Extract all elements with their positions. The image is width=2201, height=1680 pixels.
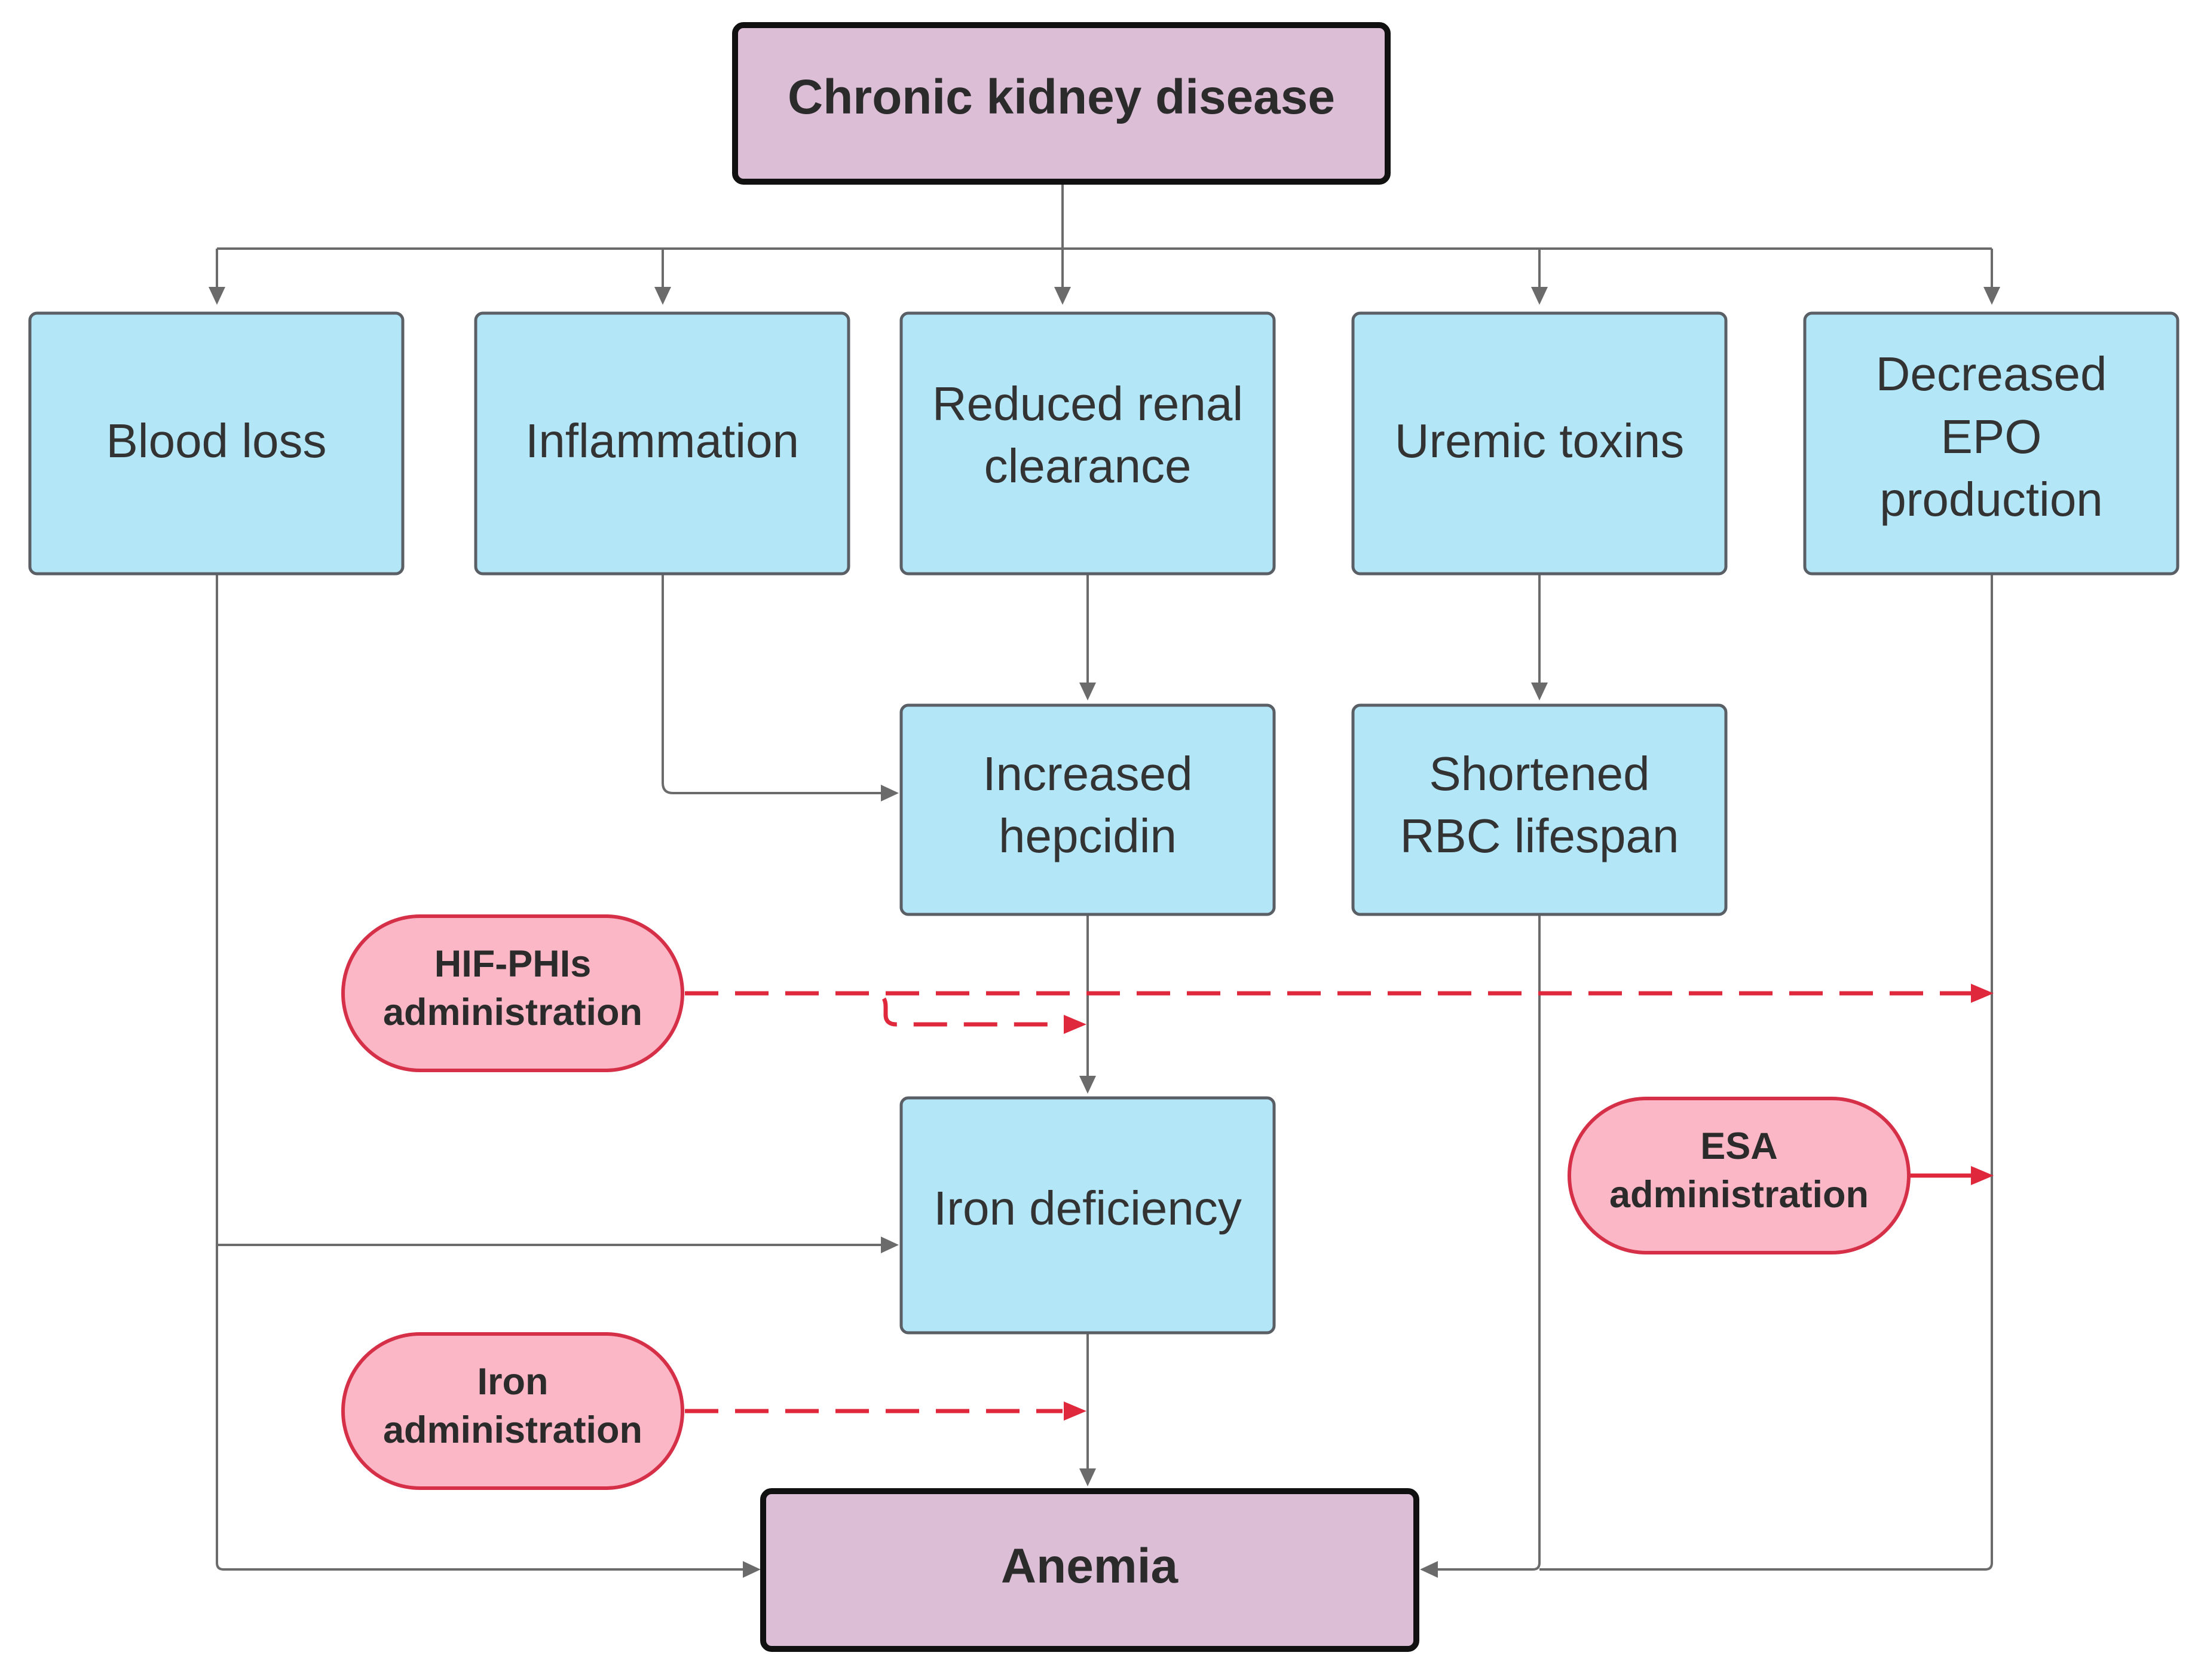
node-uremic-toxins: Uremic toxins bbox=[1351, 311, 1728, 576]
arrowhead-iron-deficiency-from-blood-loss bbox=[881, 1237, 899, 1253]
node-increased-hepcidin: Increased hepcidin bbox=[899, 703, 1276, 916]
arrowhead-anemia-from-iron-deficiency bbox=[1079, 1468, 1096, 1486]
arrowhead-anemia-right bbox=[1420, 1561, 1438, 1578]
ckd-label: Chronic kidney disease bbox=[788, 70, 1335, 124]
increased-hepcidin-line1: Increased bbox=[982, 747, 1192, 800]
connector-bloodloss-to-anemia bbox=[216, 1245, 755, 1571]
anemia-label: Anemia bbox=[1001, 1539, 1179, 1593]
node-reduced-renal-clearance: Reduced renal clearance bbox=[899, 311, 1276, 576]
hif-phis-line1: HIF-PHIs bbox=[434, 943, 592, 985]
blood-loss-label: Blood loss bbox=[106, 414, 326, 467]
arrowhead-hif-to-epo bbox=[1971, 984, 1994, 1003]
node-esa-administration: ESA administration bbox=[1568, 1097, 1911, 1254]
inflammation-label: Inflammation bbox=[525, 414, 799, 467]
treatment-connectors bbox=[685, 984, 1994, 1421]
iron-admin-line2: administration bbox=[383, 1409, 642, 1451]
arrowhead-reduced-renal-clearance bbox=[1054, 287, 1071, 305]
node-ckd: Chronic kidney disease bbox=[732, 22, 1391, 185]
hif-phis-line2: administration bbox=[383, 992, 642, 1033]
node-iron-administration: Iron administration bbox=[341, 1332, 684, 1490]
arrowhead-hepcidin-from-clearance bbox=[1079, 683, 1096, 700]
iron-deficiency-label: Iron deficiency bbox=[933, 1182, 1242, 1235]
decreased-epo-line2: EPO bbox=[1941, 410, 2042, 463]
iron-admin-line1: Iron bbox=[477, 1361, 549, 1403]
node-decreased-epo: Decreased EPO production bbox=[1803, 311, 2179, 576]
arrowhead-hif-to-hepcidin-path bbox=[1064, 1015, 1086, 1034]
arrowhead-iron-admin bbox=[1064, 1401, 1086, 1421]
shortened-rbc-line1: Shortened bbox=[1429, 747, 1649, 800]
reduced-renal-clearance-line2: clearance bbox=[984, 439, 1192, 492]
connector-hif-to-hepcidin-path bbox=[685, 991, 1063, 1027]
decreased-epo-line3: production bbox=[1879, 473, 2103, 526]
connector-inflammation-to-hepcidin bbox=[662, 575, 893, 794]
decreased-epo-line1: Decreased bbox=[1876, 347, 2107, 400]
uremic-toxins-label: Uremic toxins bbox=[1395, 414, 1685, 467]
node-anemia: Anemia bbox=[760, 1488, 1419, 1652]
connector-rbc-to-anemia bbox=[1426, 916, 1541, 1571]
arrowhead-blood-loss bbox=[209, 287, 225, 305]
node-blood-loss: Blood loss bbox=[28, 311, 405, 576]
reduced-renal-clearance-line1: Reduced renal bbox=[932, 377, 1243, 430]
esa-line2: administration bbox=[1609, 1174, 1869, 1216]
arrowhead-inflammation bbox=[654, 287, 671, 305]
shortened-rbc-line2: RBC lifespan bbox=[1400, 809, 1679, 862]
node-hif-phis-administration: HIF-PHIs administration bbox=[341, 914, 684, 1072]
arrowhead-iron-deficiency-from-hepcidin bbox=[1079, 1076, 1096, 1094]
connectors bbox=[209, 185, 2000, 1578]
node-iron-deficiency: Iron deficiency bbox=[899, 1096, 1276, 1335]
esa-line1: ESA bbox=[1700, 1125, 1778, 1167]
arrowhead-decreased-epo bbox=[1983, 287, 2000, 305]
arrowhead-uremic-toxins bbox=[1531, 287, 1548, 305]
increased-hepcidin-line2: hepcidin bbox=[999, 809, 1177, 862]
arrowhead-anemia-left bbox=[743, 1561, 761, 1578]
connector-epo-to-anemia bbox=[1539, 575, 1993, 1571]
node-inflammation: Inflammation bbox=[474, 311, 850, 576]
arrowhead-hepcidin-from-inflammation bbox=[881, 785, 899, 801]
node-shortened-rbc-lifespan: Shortened RBC lifespan bbox=[1351, 703, 1728, 916]
arrowhead-rbc bbox=[1531, 683, 1548, 700]
connector-bloodloss-to-iron-deficiency bbox=[216, 575, 893, 1246]
arrowhead-esa-to-epo bbox=[1971, 1166, 1994, 1185]
